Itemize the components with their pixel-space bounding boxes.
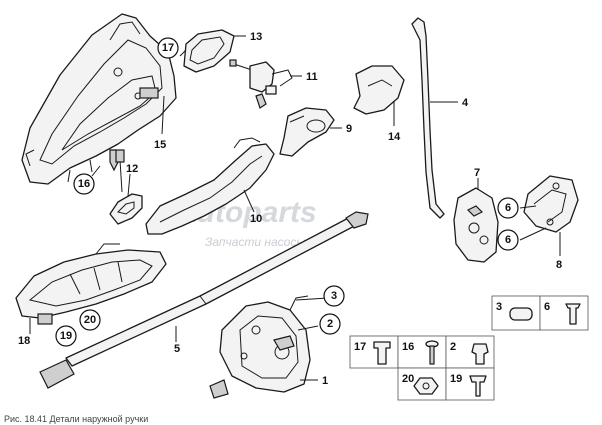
callout-2: 2 (327, 318, 333, 330)
callout-7: 7 (474, 167, 480, 179)
lock-rod (411, 17, 445, 219)
table-cell-19: 19 (450, 373, 462, 385)
watermark-tagline: Запчасти насосы (205, 235, 305, 249)
callout-3: 3 (331, 290, 337, 302)
callout-circle-6b (497, 229, 519, 251)
callout-4: 4 (462, 97, 469, 109)
bolt-icon (373, 341, 391, 365)
callout-19: 19 (60, 330, 72, 342)
table-cell-3: 3 (496, 301, 502, 313)
callout-14: 14 (388, 131, 401, 143)
callout-1: 1 (322, 375, 328, 387)
callout-18: 18 (18, 335, 30, 347)
callout-circle-6a (497, 197, 519, 219)
table-cell-6: 6 (544, 301, 550, 313)
bowden-cable (39, 211, 369, 389)
callout-12: 12 (126, 163, 138, 175)
callout-circle-17 (157, 37, 179, 59)
callout-13: 13 (250, 31, 262, 43)
lock-actuator-bracket (15, 243, 167, 325)
callout-15: 15 (154, 139, 166, 151)
callouts: 13 11 9 14 4 7 8 15 12 10 18 5 1 17 16 6… (18, 31, 562, 387)
table-cell-2: 2 (450, 341, 456, 353)
lock-cylinder (229, 59, 293, 109)
callout-10: 10 (250, 213, 262, 225)
callout-circle-19 (55, 325, 77, 347)
callout-circle-3 (323, 285, 345, 307)
table-cell-16: 16 (402, 341, 414, 353)
leader-lines (29, 35, 561, 381)
handle-carrier-frame (21, 13, 177, 185)
striker-cover (453, 187, 499, 263)
cover-cap (353, 65, 405, 115)
callout-5: 5 (174, 343, 180, 355)
lower-gasket (109, 149, 143, 225)
handle-gasket (183, 29, 235, 73)
callout-circle-2 (319, 313, 341, 335)
nut-icon (413, 377, 439, 395)
clip-icon (509, 307, 533, 321)
figure-caption: Рис. 18.41 Детали наружной ручки (4, 414, 148, 424)
callout-20: 20 (84, 314, 96, 326)
outer-door-handle (145, 137, 275, 235)
callout-circle-20 (79, 309, 101, 331)
fastener-table: 3 6 17 16 2 20 19 (349, 295, 589, 401)
callout-6b: 6 (505, 234, 511, 246)
callout-circle-16 (73, 173, 95, 195)
table-cell-17: 17 (354, 341, 366, 353)
callout-6a: 6 (505, 202, 511, 214)
screw-icon (565, 303, 581, 325)
callout-16: 16 (78, 178, 90, 190)
callout-8: 8 (556, 259, 562, 271)
callout-17: 17 (162, 42, 174, 54)
door-lock-assembly (209, 295, 311, 399)
door-striker (523, 175, 579, 233)
callout-9: 9 (346, 123, 352, 135)
table-cell-20: 20 (402, 373, 414, 385)
callout-11: 11 (306, 71, 318, 83)
flat-screw-icon (469, 375, 487, 397)
torx-screw-icon (471, 343, 489, 365)
handle-trim-cap (279, 107, 335, 157)
